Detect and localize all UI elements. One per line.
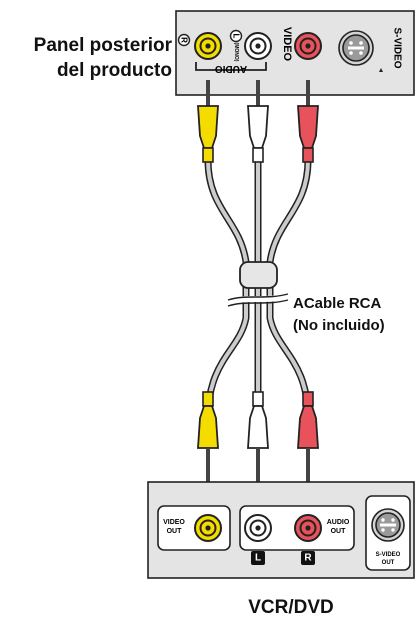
left-channel-marker	[229, 29, 243, 43]
product-back-panel: AUDIO R L (MONO) VIDEO S-VIDEO	[175, 10, 415, 96]
left-channel-label: L	[232, 34, 241, 39]
right-channel-label: R	[180, 37, 189, 43]
bottom-white-plug[interactable]	[247, 391, 269, 496]
svideo-out-label-1: S-VIDEO	[376, 552, 401, 558]
panel-svideo-jack[interactable]	[338, 30, 374, 66]
vcr-dvd-title: VCR/DVD	[248, 597, 334, 618]
mono-note: (MONO)	[233, 43, 239, 62]
top-yellow-plug[interactable]	[197, 80, 219, 163]
cable-break-mark	[227, 293, 289, 307]
left-badge	[251, 551, 265, 565]
cable-label-line2: (No incluido)	[293, 317, 385, 334]
vcr-audio-r-jack[interactable]	[294, 514, 322, 542]
cable-label-line1: ACable RCA	[293, 295, 382, 312]
panel-audio-r-jack[interactable]	[194, 32, 222, 60]
audio-out-label-1: AUDIO	[327, 519, 350, 526]
svideo-label: S-VIDEO	[392, 27, 403, 68]
panel-audio-l-jack[interactable]	[244, 32, 272, 60]
product-panel-title-line2: del producto	[56, 60, 172, 81]
cable-label: ACable RCA (No incluido)	[293, 293, 413, 337]
audio-label: AUDIO	[215, 63, 247, 74]
product-panel-title-line1: Panel posterior	[33, 35, 172, 56]
panel-video-jack[interactable]	[294, 32, 322, 60]
video-label: VIDEO	[281, 27, 293, 62]
left-badge-label: L	[255, 553, 261, 564]
right-badge-label: R	[304, 553, 312, 564]
video-out-label-1: VIDEO	[163, 519, 185, 526]
bottom-yellow-plug[interactable]	[197, 391, 219, 496]
product-panel-title: Panel posterior del producto	[4, 33, 172, 83]
vcr-svideo-out-jack[interactable]	[371, 508, 405, 542]
svideo-out-label-2: OUT	[382, 560, 395, 566]
top-red-plug[interactable]	[297, 80, 319, 163]
video-out-label-2: OUT	[167, 528, 183, 535]
audio-out-label-2: OUT	[331, 528, 347, 535]
rca-cable	[204, 156, 312, 422]
bottom-red-plug[interactable]	[297, 391, 319, 496]
right-channel-marker	[177, 33, 191, 47]
right-badge	[301, 551, 315, 565]
vcr-video-out-jack[interactable]	[194, 514, 222, 542]
vcr-back-panel: VIDEO OUT AUDIO OUT L R	[147, 481, 415, 579]
cable-clip	[239, 261, 278, 289]
top-white-plug[interactable]	[247, 80, 269, 163]
vcr-audio-l-jack[interactable]	[244, 514, 272, 542]
